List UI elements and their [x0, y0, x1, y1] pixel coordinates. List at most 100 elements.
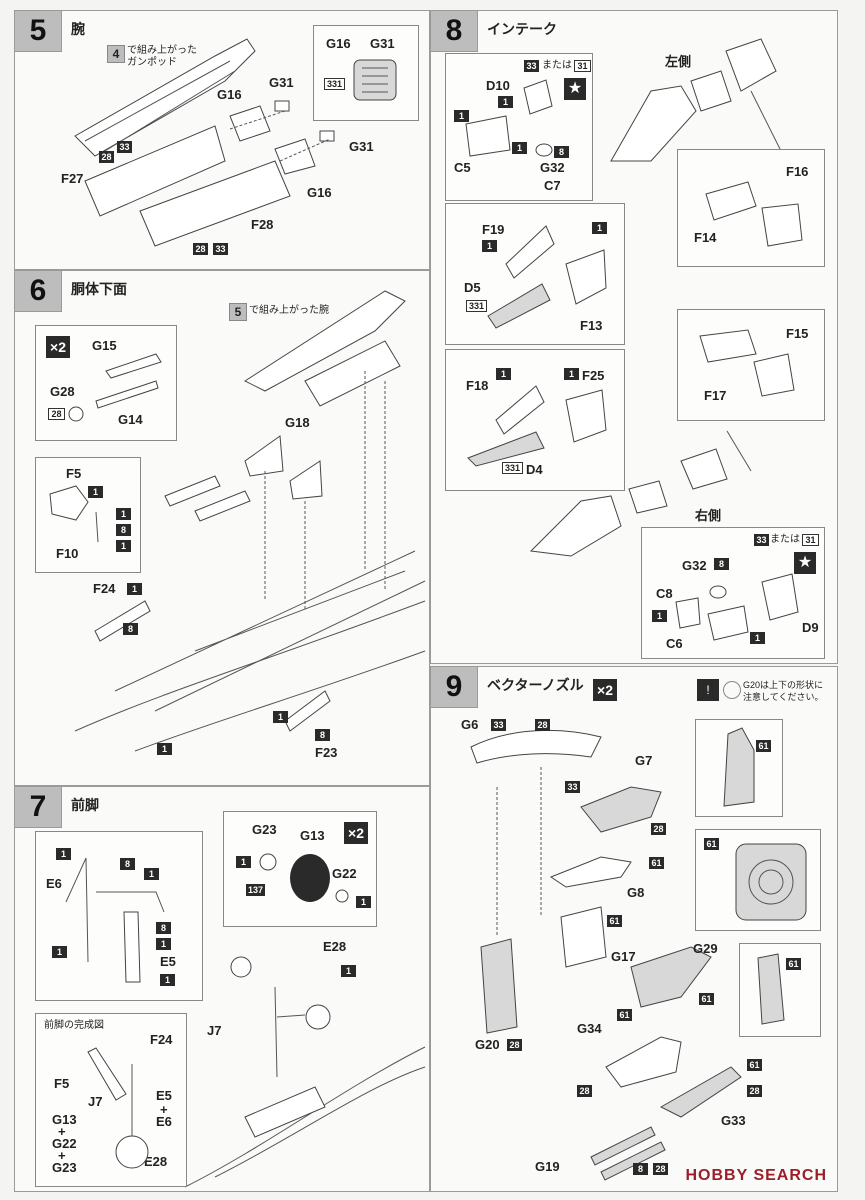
part-label-e5: E5 — [156, 1088, 172, 1103]
left-side-label: 左側 — [665, 54, 692, 69]
step-title: インテーク — [487, 21, 557, 37]
color-code-28: 28 — [507, 1039, 522, 1051]
step-title: ベクターノズル — [487, 677, 584, 693]
step-9-section: 9 ベクターノズル ×2 ! G20は上下の形状に 注意してください。 G6 3… — [430, 666, 838, 1192]
step-title: 腕 — [71, 21, 85, 37]
detail-box-nozzle-face: 61 — [695, 829, 821, 931]
right-side-label: 右側 — [695, 508, 722, 523]
color-code-8: 8 — [554, 146, 569, 158]
detail-box-wheel: ×2 G23 G13 G22 1 137 1 — [223, 811, 377, 927]
step-6-section: 6 胴体下面 5 で組み上がった腕 ×2 G15 G28 G14 28 F5 F… — [14, 270, 430, 786]
part-label-f24: F24 — [93, 581, 116, 596]
color-code-33: 33 — [213, 243, 228, 255]
detail-box-f18-f25-d4: F18 F25 D4 1 1 331 — [445, 349, 625, 491]
part-label-e28: E28 — [323, 939, 347, 954]
reference-note: で組み上がった ガンポッド — [127, 45, 197, 68]
part-label-g31: G31 — [269, 75, 294, 90]
part-label-f16: F16 — [786, 164, 809, 179]
color-code-28: 28 — [193, 243, 208, 255]
detail-box-upper: 61 — [695, 719, 783, 817]
color-code-61: 61 — [756, 740, 771, 752]
reference-step-tag: 4 — [107, 45, 125, 63]
part-label-g34: G34 — [577, 1021, 602, 1036]
color-code-1: 1 — [273, 711, 288, 723]
part-label-j7: J7 — [207, 1023, 222, 1038]
color-code-28: 28 — [653, 1163, 668, 1175]
color-code-1: 1 — [116, 540, 131, 552]
color-code-331: 331 — [466, 300, 488, 312]
detail-box-g16-g31: G16 G31 331 — [313, 25, 419, 121]
part-label-g16: G16 — [217, 87, 242, 102]
step-number: 7 — [15, 787, 62, 828]
color-code-137: 137 — [246, 884, 266, 896]
part-label-e5: E5 — [160, 954, 176, 969]
part-label-g18: G18 — [285, 415, 310, 430]
part-label-g16: G16 — [326, 36, 351, 51]
plus-sign: + — [58, 1148, 66, 1163]
completed-gear-title: 前脚の完成図 — [44, 1020, 104, 1031]
quantity-x2-badge: ×2 — [593, 679, 617, 701]
step-5-section: 5 腕 4 で組み上がった ガンポッド G16 G31 G31 G16 F27 … — [14, 10, 430, 270]
step-title: 胴体下面 — [71, 281, 127, 297]
part-label-f17: F17 — [704, 388, 727, 403]
star-icon: ★ — [564, 78, 586, 100]
color-code-1: 1 — [341, 965, 356, 977]
circle-marker-icon — [723, 681, 741, 699]
part-label-f15: F15 — [786, 326, 809, 341]
part-label-f19: F19 — [482, 222, 505, 237]
part-label-j7: J7 — [88, 1094, 103, 1109]
part-label-g23: G23 — [52, 1160, 77, 1175]
color-code-31: 31 — [574, 60, 591, 72]
color-code-1: 1 — [496, 368, 511, 380]
completed-nose-gear-box: 前脚の完成図 F24 F5 J7 E5 + E6 G13 + G22 + G23… — [35, 1013, 187, 1187]
part-label-f18: F18 — [466, 378, 489, 393]
color-code-33: 33 — [754, 534, 769, 546]
color-code-1: 1 — [116, 508, 131, 520]
part-label-g7: G7 — [635, 753, 653, 768]
color-code-8: 8 — [714, 558, 729, 570]
part-label-f28: F28 — [251, 217, 274, 232]
or-note: または — [542, 60, 572, 71]
step-7-diagram — [184, 956, 426, 1188]
caution-note: G20は上下の形状に 注意してください。 — [743, 680, 824, 702]
part-label-g13: G13 — [52, 1112, 77, 1127]
part-label-f10: F10 — [56, 546, 79, 561]
detail-box-f5-f10: F5 F10 1 1 8 1 — [35, 457, 141, 573]
color-code-8: 8 — [633, 1163, 648, 1175]
color-code-1: 1 — [160, 974, 175, 986]
color-code-1: 1 — [564, 368, 579, 380]
step-number: 9 — [431, 667, 478, 708]
step-7-section: 7 前脚 E6 E5 1 8 1 8 1 1 1 ×2 G23 G13 G22 … — [14, 786, 430, 1192]
color-code-1: 1 — [157, 743, 172, 755]
part-label-g31: G31 — [349, 139, 374, 154]
color-code-1: 1 — [498, 96, 513, 108]
color-code-1: 1 — [156, 938, 171, 950]
step-9-diagram — [470, 729, 742, 1181]
reference-step-tag: 5 — [229, 303, 247, 321]
detail-box-f13-f19-d5: F19 D5 F13 1 1 331 — [445, 203, 625, 345]
part-label-c5: C5 — [454, 160, 471, 175]
part-label-g20: G20 — [475, 1037, 500, 1052]
color-code-33: 33 — [565, 781, 580, 793]
color-code-31: 31 — [802, 534, 819, 546]
part-label-g13: G13 — [300, 828, 325, 843]
color-code-1: 1 — [236, 856, 251, 868]
or-note: または — [770, 534, 800, 545]
part-label-g16: G16 — [307, 185, 332, 200]
step-number: 6 — [15, 271, 62, 312]
star-icon: ★ — [794, 552, 816, 574]
color-code-8: 8 — [123, 623, 138, 635]
color-code-8: 8 — [315, 729, 330, 741]
color-code-1: 1 — [512, 142, 527, 154]
step-number: 5 — [15, 11, 62, 52]
part-label-g32: G32 — [682, 558, 707, 573]
quantity-x2-badge: ×2 — [46, 336, 70, 358]
part-label-f25: F25 — [582, 368, 605, 383]
step-8-section: 8 インテーク 左側 右側 D10 C5 G32 C7 33 または 31 ★ … — [430, 10, 838, 664]
color-code-28: 28 — [577, 1085, 592, 1097]
detail-box-f14-f16: F16 F14 — [677, 149, 825, 267]
part-label-g32: G32 — [540, 160, 565, 175]
color-code-1: 1 — [454, 110, 469, 122]
step-5-diagram — [74, 38, 335, 247]
part-label-f27: F27 — [61, 171, 84, 186]
